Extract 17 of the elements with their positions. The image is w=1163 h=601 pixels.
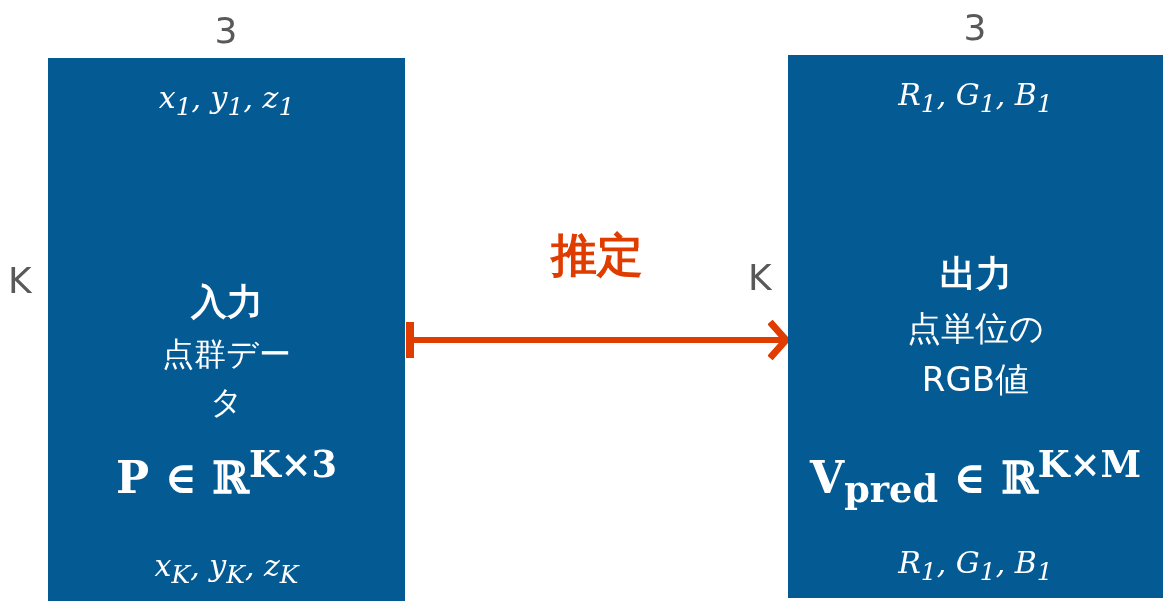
formula: V$_{pred}$ ∈ ℝ$^{K×M}$ bbox=[810, 443, 1141, 512]
dimension-label: 3 bbox=[214, 10, 238, 51]
matrix-box bbox=[48, 58, 405, 601]
formula: R$_{1}$, G$_{1}$, B$_{1}$ bbox=[898, 77, 1053, 118]
formula: R$_{1}$, G$_{1}$, B$_{1}$ bbox=[898, 545, 1053, 586]
dimension-label: K bbox=[8, 259, 32, 301]
box-description: 点単位のRGB値 bbox=[906, 307, 1045, 401]
dimension-label: 3 bbox=[963, 7, 987, 48]
formula: x$_{1}$, y$_{1}$, z$_{1}$ bbox=[158, 80, 295, 121]
box-description: 点群データ bbox=[161, 334, 292, 423]
arrow bbox=[406, 318, 790, 362]
formula: x$_{K}$, y$_{K}$, z$_{K}$ bbox=[154, 548, 299, 589]
dimension-label: K bbox=[748, 256, 772, 298]
box-heading: 出力 bbox=[939, 252, 1012, 296]
formula: P ∈ ℝ$^{K×3}$ bbox=[116, 443, 337, 503]
matrix-box bbox=[788, 55, 1163, 598]
box-heading: 入力 bbox=[190, 280, 263, 324]
